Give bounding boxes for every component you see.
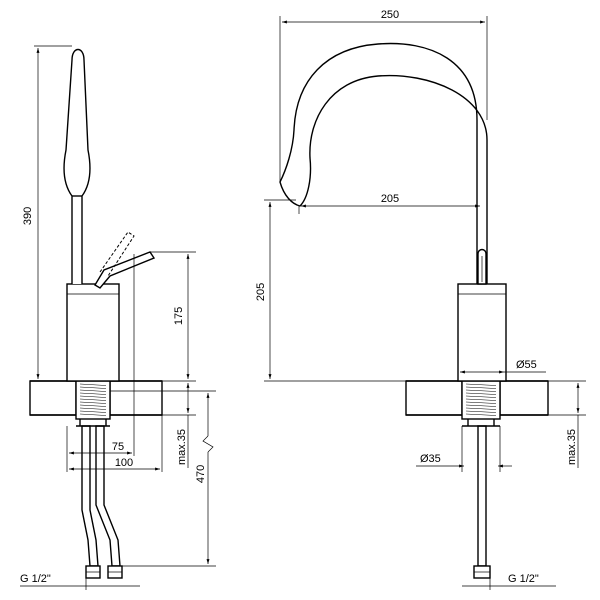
- dim-dia35: Ø35: [416, 426, 512, 472]
- dim-75-100: 75 100: [66, 254, 163, 472]
- thread-callout-front: G 1/2": [462, 573, 556, 590]
- dim-390: 390: [22, 45, 72, 379]
- dim-100-label: 100: [115, 457, 133, 469]
- faucet-body-side: [66, 283, 120, 382]
- thread-front-label: G 1/2": [508, 573, 539, 585]
- dim-dia55-label: Ø55: [516, 359, 537, 371]
- dim-390-label: 390: [22, 207, 34, 225]
- dim-250-label: 250: [381, 9, 399, 21]
- dim-470: 470: [110, 390, 216, 567]
- dim-max35-front-label: max.35: [566, 429, 578, 465]
- threaded-shank-front: [461, 380, 501, 427]
- dim-250: 250: [279, 9, 488, 182]
- dim-205-height: 205: [255, 199, 406, 382]
- side-view: 390 175 max.35 470: [20, 45, 216, 590]
- dim-175-label: 175: [173, 307, 185, 325]
- dim-max35-side: max.35: [162, 383, 196, 468]
- faucet-body-front: [457, 283, 507, 382]
- dim-max35-front: max.35: [548, 380, 586, 468]
- dim-205-height-label: 205: [255, 283, 267, 301]
- thread-side-label: G 1/2": [20, 573, 51, 585]
- dim-205-reach: 205: [298, 193, 480, 214]
- lever-handle-front[interactable]: [477, 248, 487, 285]
- dim-205-reach-label: 205: [381, 193, 399, 205]
- dim-175: 175: [150, 251, 196, 382]
- spout-profile-side: [63, 48, 91, 284]
- gooseneck-spout: [279, 42, 488, 284]
- flexible-hose-front: [473, 425, 491, 579]
- dim-470-label: 470: [195, 465, 207, 483]
- dim-dia55: Ø55: [460, 359, 546, 374]
- thread-callout-side: G 1/2": [20, 573, 140, 590]
- dim-max35-side-label: max.35: [176, 429, 188, 465]
- threaded-shank-side: [75, 380, 111, 427]
- dim-75-label: 75: [112, 441, 124, 453]
- lever-handle-side[interactable]: [94, 231, 156, 289]
- dim-dia35-label: Ø35: [420, 453, 441, 465]
- front-view: 250 205 205 Ø55 Ø35: [255, 9, 586, 590]
